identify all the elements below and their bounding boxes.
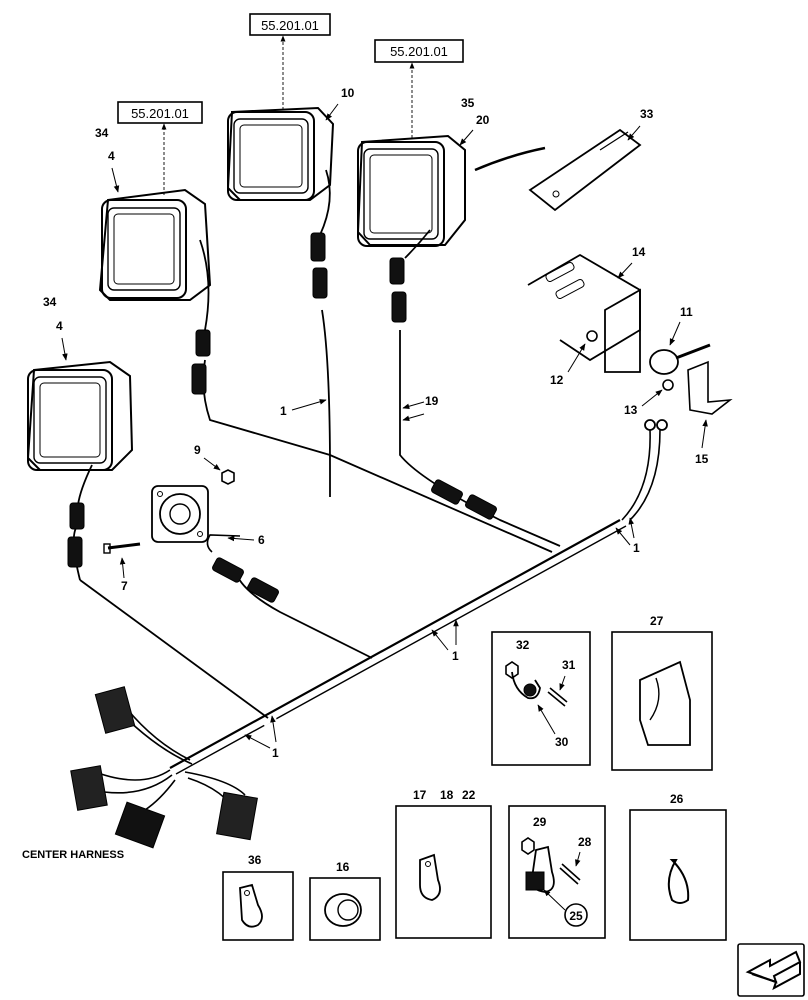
clamp-hole — [425, 861, 431, 867]
screw-icon — [547, 687, 568, 707]
grommet-icon — [324, 893, 362, 927]
connector — [67, 232, 497, 603]
callout-30: 30 — [555, 735, 569, 749]
clamp-icon — [511, 671, 541, 700]
reference-box-left[interactable]: 55.201.01 — [117, 101, 203, 124]
cable-tie-icon — [667, 859, 690, 904]
work-lamp-lower-left — [26, 360, 134, 506]
panel-26[interactable]: 26 — [629, 792, 727, 941]
panel-29-28-25[interactable]: 29 28 25 — [508, 805, 606, 939]
clamp-hole — [244, 890, 250, 896]
panel-17-18-22[interactable]: 17 18 22 — [395, 788, 492, 939]
clamp-panel[interactable]: 32 31 30 — [491, 631, 591, 766]
leader — [559, 675, 566, 691]
clamp-icon — [239, 883, 263, 928]
leader — [543, 889, 566, 911]
center-harness-label: CENTER HARNESS — [22, 849, 124, 861]
callout-16: 16 — [336, 860, 350, 874]
screw-icon — [559, 863, 581, 885]
callout-4: 4 — [56, 319, 63, 333]
ring-terminal — [644, 419, 668, 431]
reference-label: 55.201.01 — [131, 106, 189, 121]
callout-1: 1 — [452, 649, 459, 663]
callout-11: 11 — [680, 305, 693, 319]
callout-6: 6 — [258, 533, 265, 547]
work-lamp-upper-center — [226, 106, 335, 236]
callout-18: 18 — [440, 788, 454, 802]
reference-box-center[interactable]: 55.201.01 — [249, 13, 331, 36]
work-lamp-upper-right — [356, 134, 466, 259]
panel-16[interactable]: 16 — [309, 860, 381, 941]
clamp-cushion — [523, 683, 537, 697]
nut — [221, 469, 235, 485]
bracket — [528, 128, 642, 212]
bolt — [103, 542, 141, 554]
reference-box-right[interactable]: 55.201.01 — [374, 39, 464, 63]
callout-7: 7 — [121, 579, 128, 593]
callout-29: 29 — [533, 815, 547, 829]
clamp-icon — [419, 853, 441, 901]
washer — [662, 379, 674, 391]
screw — [586, 330, 598, 342]
callout-34: 34 — [95, 126, 109, 140]
callout-circle — [564, 903, 588, 927]
callout-1: 1 — [280, 404, 287, 418]
callout-20: 20 — [476, 113, 490, 127]
callout-26: 26 — [670, 792, 684, 806]
reference-label: 55.201.01 — [390, 44, 448, 59]
callout-31: 31 — [562, 658, 576, 672]
callout-17: 17 — [413, 788, 427, 802]
callout-4: 4 — [108, 149, 115, 163]
callout-1: 1 — [633, 541, 640, 555]
callout-32: 32 — [516, 638, 530, 652]
flasher-housing — [151, 485, 209, 543]
callout-35: 35 — [461, 96, 475, 110]
callout-9: 9 — [194, 443, 201, 457]
panel-36[interactable]: 36 — [222, 853, 294, 941]
reference-label: 55.201.01 — [261, 18, 319, 33]
arrow-left-icon — [745, 950, 802, 991]
grommet-inner — [337, 899, 359, 921]
callout-12: 12 — [550, 373, 564, 387]
horn-switch — [649, 343, 711, 375]
callout-15: 15 — [695, 452, 709, 466]
clip-panel[interactable] — [611, 631, 713, 771]
callout-13: 13 — [624, 403, 638, 417]
clamp-cushion — [525, 871, 545, 891]
nut-icon — [505, 661, 519, 679]
callout-34: 34 — [43, 295, 57, 309]
callout-19: 19 — [425, 394, 439, 408]
navigation-box[interactable] — [737, 943, 805, 997]
leader — [575, 851, 581, 867]
callout-14: 14 — [632, 245, 646, 259]
callout-28: 28 — [578, 835, 592, 849]
callout-33: 33 — [640, 107, 654, 121]
callout-10: 10 — [341, 86, 355, 100]
angle-bracket — [687, 360, 733, 415]
nut-icon — [521, 837, 535, 855]
mounting-bracket — [527, 253, 641, 373]
callout-27: 27 — [650, 614, 664, 628]
callout-labels: 10 35 20 33 34 4 14 34 4 11 12 13 1 19 9… — [43, 86, 709, 760]
callout-22: 22 — [462, 788, 476, 802]
callout-36: 36 — [248, 853, 262, 867]
callout-25: 25 — [569, 909, 583, 923]
clip-fold — [649, 677, 660, 721]
callout-1: 1 — [272, 746, 279, 760]
work-lamp-upper-left — [98, 188, 212, 331]
clip-icon — [639, 660, 691, 746]
center-harness-plugs — [70, 686, 258, 849]
leader — [537, 704, 556, 735]
